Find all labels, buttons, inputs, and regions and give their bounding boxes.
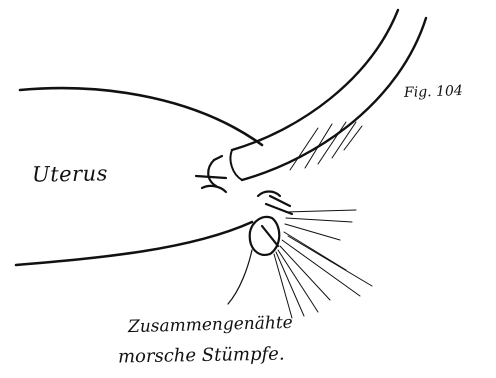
uterus-outline-top bbox=[20, 88, 262, 145]
tube-hatching bbox=[290, 122, 362, 170]
tube-end bbox=[230, 150, 242, 180]
ligament-strands bbox=[274, 210, 372, 318]
tube-upper-edge bbox=[232, 10, 398, 150]
uterus-outline-bottom bbox=[16, 222, 252, 265]
caption-pointer bbox=[228, 250, 252, 304]
upper-suture-knot bbox=[196, 156, 226, 192]
uterus-label: Uterus bbox=[32, 161, 108, 186]
caption-line-2: morsche Stümpfe. bbox=[118, 344, 285, 368]
figure-number: Fig. 104 bbox=[404, 83, 463, 101]
lower-stump-suture bbox=[250, 192, 292, 255]
